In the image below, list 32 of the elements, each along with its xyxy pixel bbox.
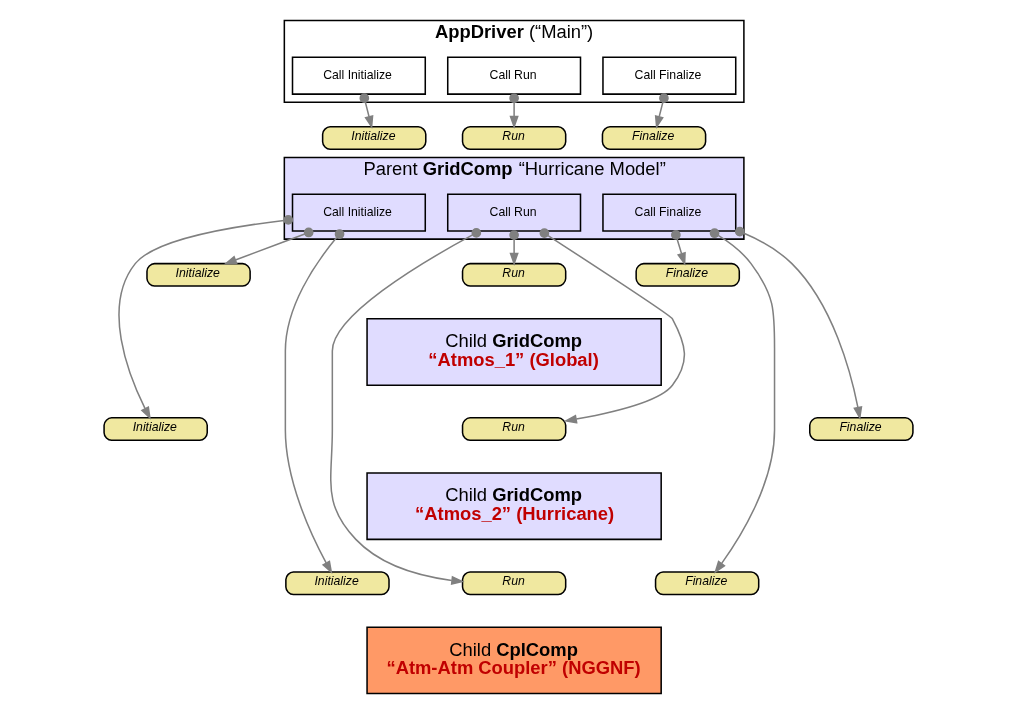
node-box: Initialize	[321, 126, 427, 151]
node-box: Run	[461, 571, 566, 596]
node-box: Child GridComp “Atmos_2” (Hurricane)	[365, 472, 662, 541]
arrow	[223, 227, 314, 265]
node-box: Call Run	[446, 193, 581, 232]
node-box: Call Finalize	[601, 56, 736, 95]
node-box: Call Initialize	[291, 193, 426, 232]
node-box: Initialize	[284, 571, 390, 596]
node-box: Initialize	[145, 262, 251, 287]
node-box: Finalize	[634, 262, 740, 287]
arrow	[508, 93, 519, 130]
arrow	[508, 230, 519, 266]
node-box: Call Initialize	[291, 56, 426, 95]
node-box: Run	[461, 126, 566, 151]
node-box: Finalize	[654, 571, 759, 596]
arrow	[734, 226, 862, 420]
arrow	[709, 228, 775, 574]
node-box: Finalize	[808, 417, 914, 442]
arrow	[539, 228, 685, 424]
arrow	[329, 228, 481, 585]
node-box: Run	[461, 417, 566, 442]
node-box: Child GridComp “Atmos_1” (Global)	[365, 318, 662, 386]
node-box: Call Finalize	[601, 193, 736, 232]
arrow	[284, 229, 344, 574]
arrow	[117, 215, 293, 420]
node-box: Initialize	[102, 417, 208, 442]
node-box: Call Run	[446, 56, 581, 95]
node-box: Run	[461, 262, 566, 287]
node-box: Finalize	[601, 126, 706, 151]
node-box: Child CplComp “Atm-Atm Coupler” (NGGNF)	[365, 626, 662, 695]
arrow	[670, 230, 686, 266]
arrow	[654, 93, 669, 129]
